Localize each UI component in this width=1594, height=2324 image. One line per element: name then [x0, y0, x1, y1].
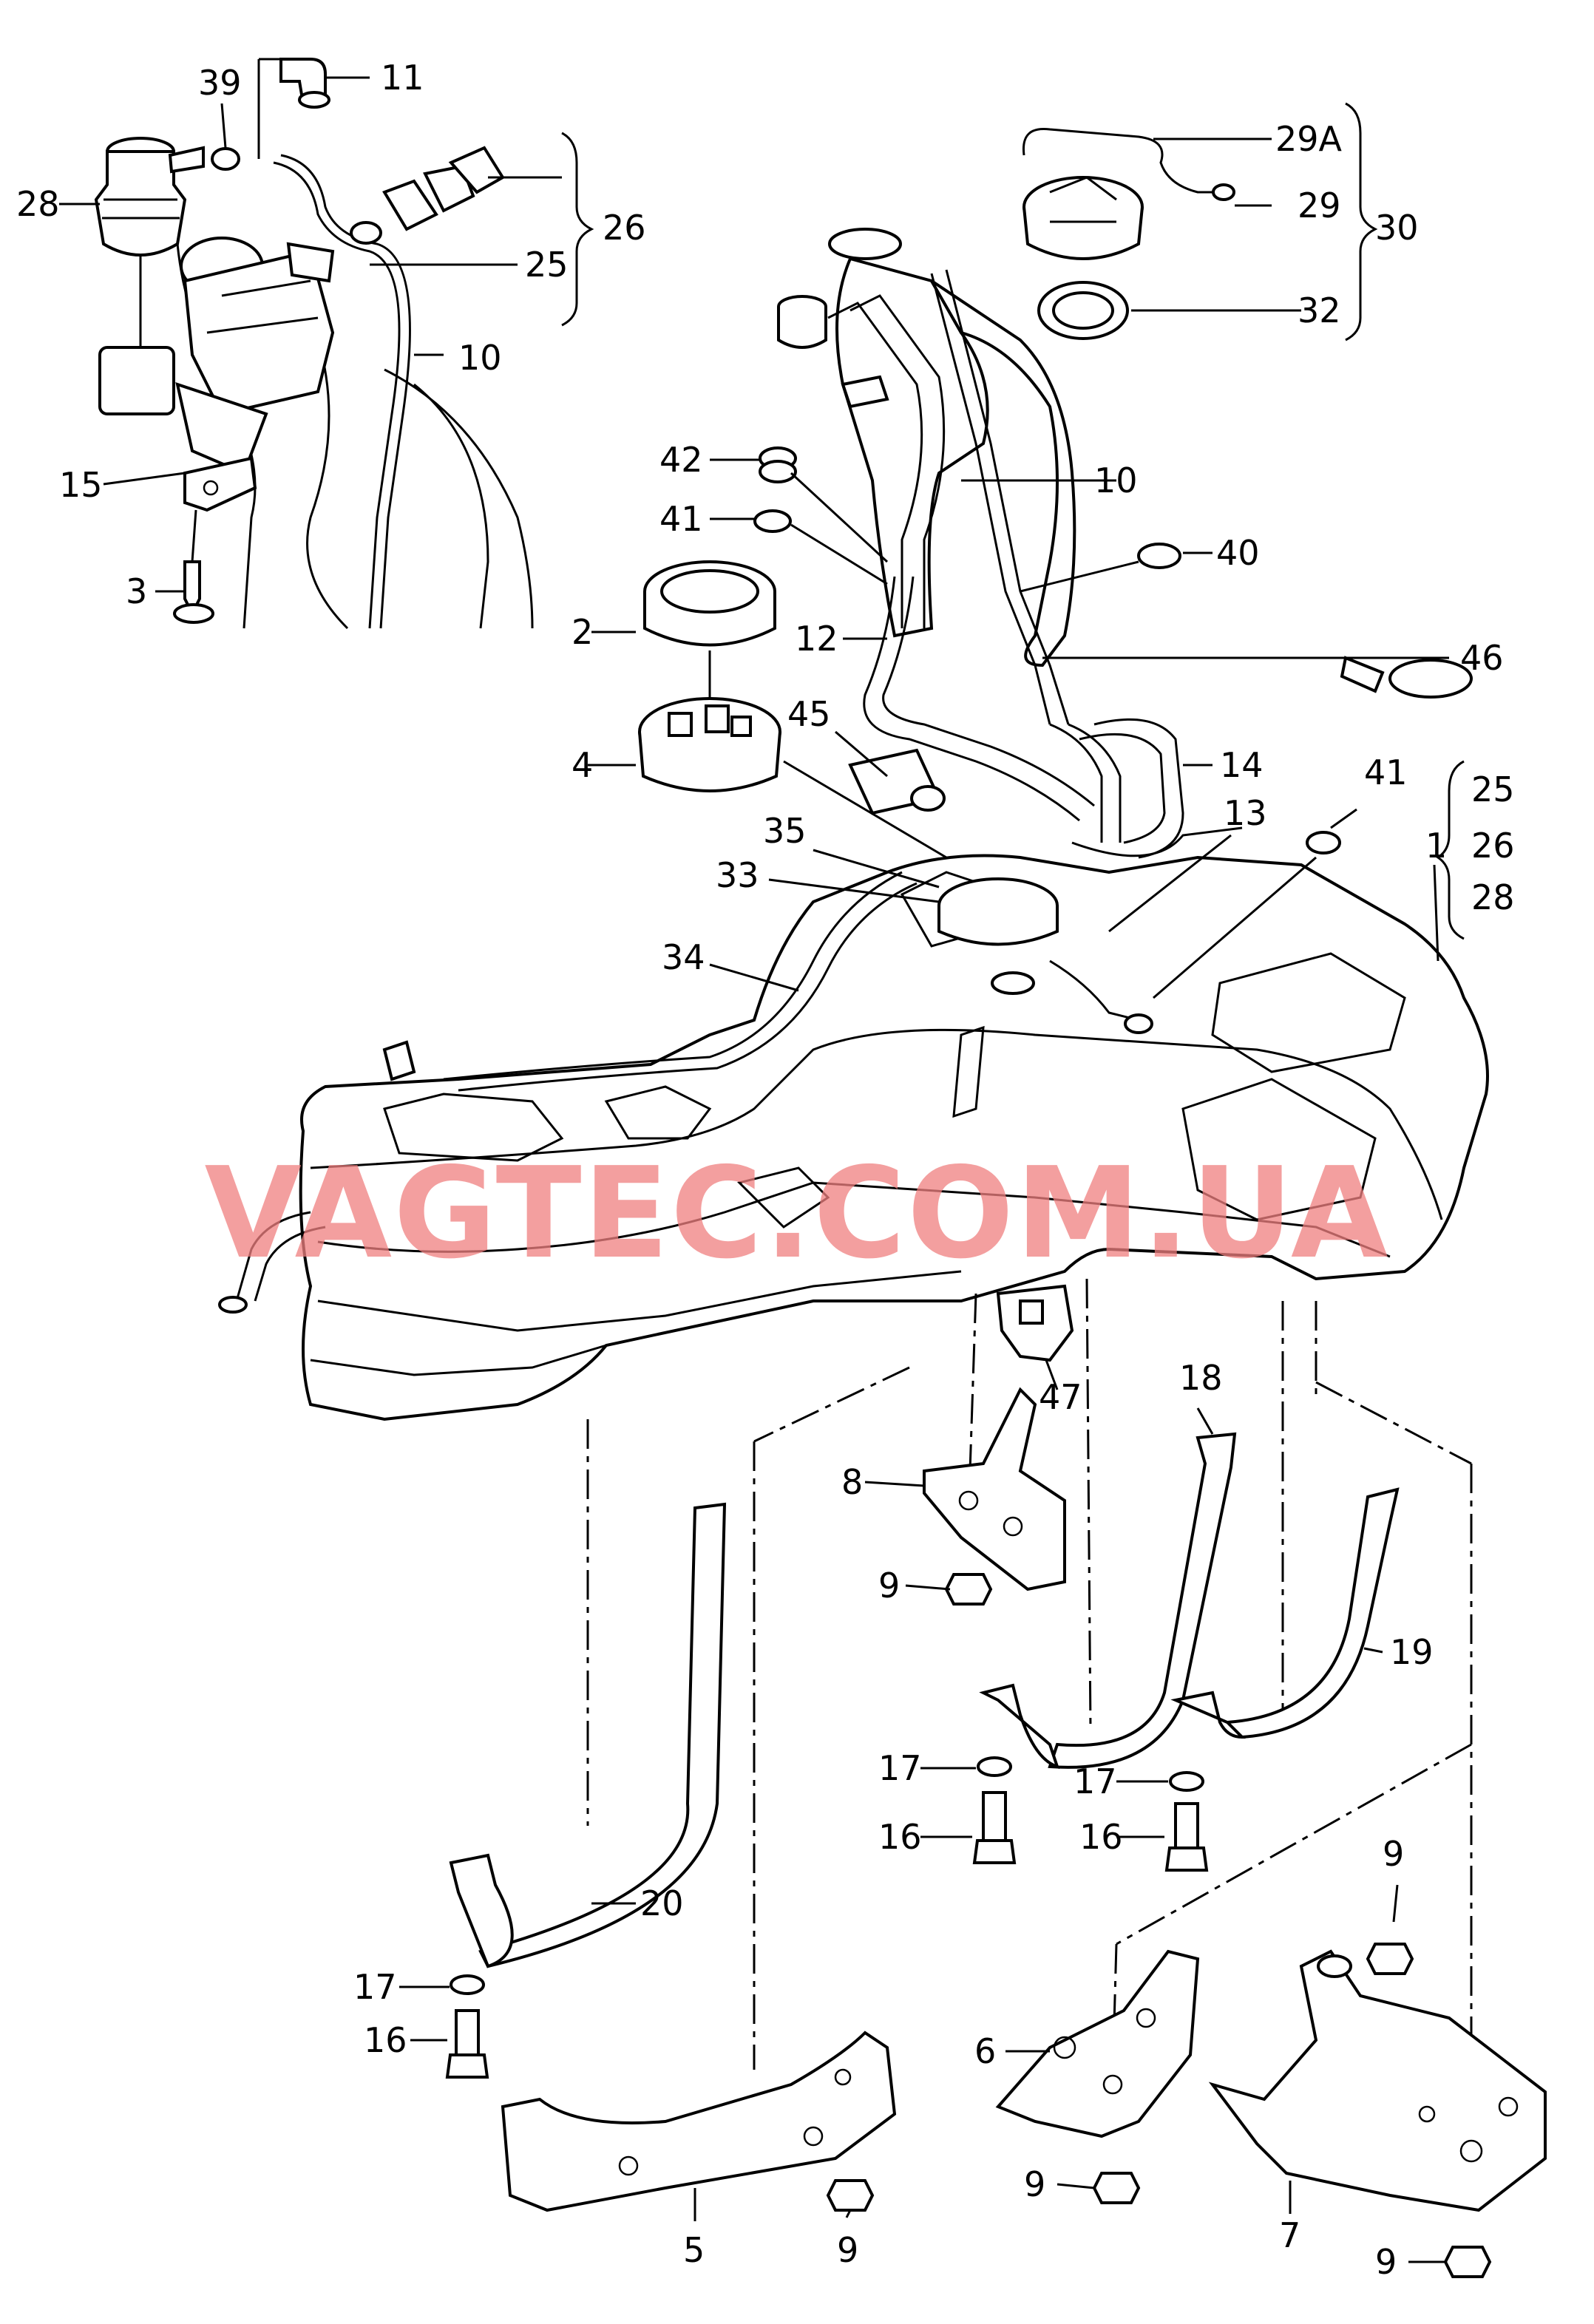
- callout-7: 7: [1279, 2215, 1300, 2255]
- callout-19: 19: [1390, 1632, 1434, 1672]
- callout-4: 4: [572, 745, 593, 785]
- clamp-42: [759, 446, 797, 483]
- seal-32: [1037, 281, 1129, 340]
- callout-17c: 17: [353, 1967, 397, 2007]
- callout-labels: 11 39 28 25 26 10 15 3 29A 29 30 32 42 1…: [16, 58, 1515, 2282]
- filler-neck-inset: [94, 58, 534, 630]
- callout-15: 15: [59, 465, 103, 505]
- callout-9d: 9: [1024, 2164, 1045, 2204]
- callout-26: 26: [603, 208, 646, 248]
- callout-26b: 26: [1471, 826, 1515, 866]
- callout-18: 18: [1179, 1358, 1223, 1398]
- callout-9e: 9: [1375, 2242, 1397, 2282]
- watermark: VAGTEC.COM.UA: [205, 1141, 1390, 1287]
- fuel-cap-29: [1022, 127, 1235, 260]
- shield-5: [501, 2031, 897, 2212]
- callout-5: 5: [683, 2230, 705, 2270]
- callout-40: 40: [1216, 533, 1260, 573]
- callout-20: 20: [640, 1883, 684, 1923]
- bolts-16-washers-17: [445, 1756, 1209, 2079]
- clamp-41-lower: [1306, 831, 1341, 854]
- bracket-15: [183, 456, 257, 563]
- callout-25: 25: [525, 245, 569, 285]
- plug-47: [996, 1284, 1074, 1362]
- expansion-tank-28: [94, 137, 205, 415]
- sender-unit-4: [638, 650, 781, 792]
- callout-29: 29: [1298, 186, 1341, 225]
- callout-6: 6: [974, 2031, 996, 2071]
- callout-9a: 9: [878, 1566, 900, 1606]
- shield-6: [995, 1949, 1200, 2138]
- callout-32: 32: [1298, 290, 1341, 330]
- breather-hose-13: [1071, 826, 1243, 857]
- callout-8: 8: [841, 1462, 863, 1502]
- callout-3: 3: [126, 571, 147, 611]
- callout-33: 33: [716, 855, 759, 895]
- cable-tie-46: [1340, 656, 1473, 699]
- callout-41: 41: [659, 499, 703, 539]
- callout-9b: 9: [1383, 1834, 1404, 1874]
- lock-ring-2: [643, 560, 776, 647]
- valve-25: [350, 146, 505, 245]
- filler-pipe: [777, 228, 1076, 725]
- callout-16c: 16: [364, 2020, 407, 2060]
- callout-29a: 29A: [1275, 119, 1343, 159]
- clamp-41-upper: [753, 509, 792, 533]
- filter-45: [848, 748, 946, 815]
- shield-8: [923, 1387, 1066, 1591]
- callout-17b: 17: [1074, 1761, 1117, 1801]
- callout-16a: 16: [878, 1817, 922, 1857]
- hose-group: [863, 576, 1184, 859]
- callout-46: 46: [1460, 638, 1504, 678]
- callout-45: 45: [787, 694, 831, 734]
- callout-39: 39: [198, 63, 242, 103]
- screw-3: [173, 560, 214, 624]
- callout-9c: 9: [837, 2230, 858, 2270]
- clamp-39: [211, 103, 240, 171]
- callout-35: 35: [763, 811, 807, 851]
- breather-hose-10-inset: [273, 161, 401, 629]
- callout-28: 28: [16, 184, 60, 224]
- callout-34: 34: [662, 937, 705, 977]
- elbow-11: [257, 58, 330, 159]
- callout-14: 14: [1220, 745, 1264, 785]
- callout-30: 30: [1375, 208, 1419, 248]
- callout-28b: 28: [1471, 877, 1515, 917]
- nuts-9: [826, 1573, 1492, 2278]
- callout-12: 12: [795, 619, 838, 659]
- callout-13: 13: [1224, 793, 1267, 833]
- filler-neck-body: [175, 237, 335, 475]
- strap-18: [979, 1432, 1237, 1770]
- callout-1: 1: [1425, 826, 1447, 866]
- shield-7: [1208, 1949, 1547, 2212]
- clamp-40: [1137, 543, 1181, 569]
- callout-10b: 10: [1094, 461, 1138, 500]
- callout-42: 42: [659, 440, 703, 480]
- callout-16b: 16: [1079, 1817, 1123, 1857]
- callout-11: 11: [381, 58, 424, 98]
- strap-20: [449, 1502, 727, 1968]
- leader-lines: [59, 76, 1465, 2263]
- callout-17a: 17: [878, 1748, 922, 1788]
- callout-2: 2: [572, 612, 593, 652]
- callout-41b: 41: [1364, 752, 1408, 792]
- callout-10: 10: [458, 338, 502, 378]
- callout-25b: 25: [1471, 769, 1515, 809]
- fuel-tank-1: [218, 854, 1489, 1421]
- callout-47: 47: [1039, 1377, 1082, 1417]
- strap-19: [1170, 1487, 1400, 1739]
